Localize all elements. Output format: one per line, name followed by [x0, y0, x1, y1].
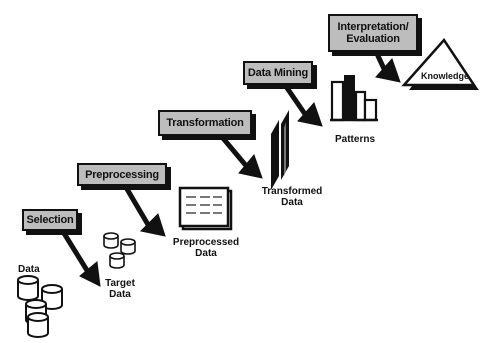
arrow-datamining-to-patterns-icon [282, 82, 323, 127]
artifact-target-data-line1: Target [105, 278, 135, 289]
artifact-preprocessed-data-line1: Preprocessed [172, 237, 240, 248]
patterns-bars-icon [330, 75, 378, 122]
stage-interpretation-box: Interpretation/ Evaluation [328, 14, 418, 52]
stage-data-mining-box: Data Mining [243, 61, 313, 85]
data-cylinders-icon [17, 275, 63, 338]
preprocessed-data-sheet-icon [178, 186, 233, 231]
stage-interpretation-label-line1: Interpretation/ [337, 21, 409, 33]
target-data-cylinders-icon [103, 232, 136, 269]
stage-data-mining-label: Data Mining [247, 67, 309, 79]
artifact-target-data-line2: Data [109, 289, 131, 300]
stage-preprocessing-box: Preprocessing [77, 163, 167, 186]
stage-selection-label: Selection [26, 214, 74, 226]
transformed-data-slabs-icon [271, 110, 289, 190]
stage-transformation-label: Transformation [166, 117, 244, 129]
artifact-target-data-label: Target Data [100, 278, 140, 300]
artifact-transformed-data-line2: Data [281, 197, 303, 208]
arrow-selection-to-target-icon [59, 227, 101, 287]
knowledge-triangle-icon [401, 37, 479, 90]
stage-preprocessing-label: Preprocessing [85, 168, 159, 181]
arrow-interpretation-to-knowledge-icon [375, 53, 401, 83]
artifact-preprocessed-data-label: Preprocessed Data [166, 237, 246, 259]
artifact-knowledge-label: Knowledge [420, 71, 469, 81]
stage-interpretation-label-line2: Evaluation [346, 33, 400, 45]
arrow-preprocessing-to-preprocessed-icon [121, 181, 166, 237]
arrow-transformation-to-transformed-icon [219, 134, 263, 179]
flow-arrows [59, 53, 401, 287]
artifact-preprocessed-data-line2: Data [195, 248, 217, 259]
stage-transformation-box: Transformation [158, 110, 252, 136]
artifact-patterns-label: Patterns [334, 134, 375, 145]
artifact-transformed-data-label: Transformed Data [254, 186, 330, 208]
stage-selection-box: Selection [22, 209, 78, 231]
artifact-transformed-data-line1: Transformed [261, 186, 323, 197]
artifact-data-label: Data [18, 264, 40, 275]
